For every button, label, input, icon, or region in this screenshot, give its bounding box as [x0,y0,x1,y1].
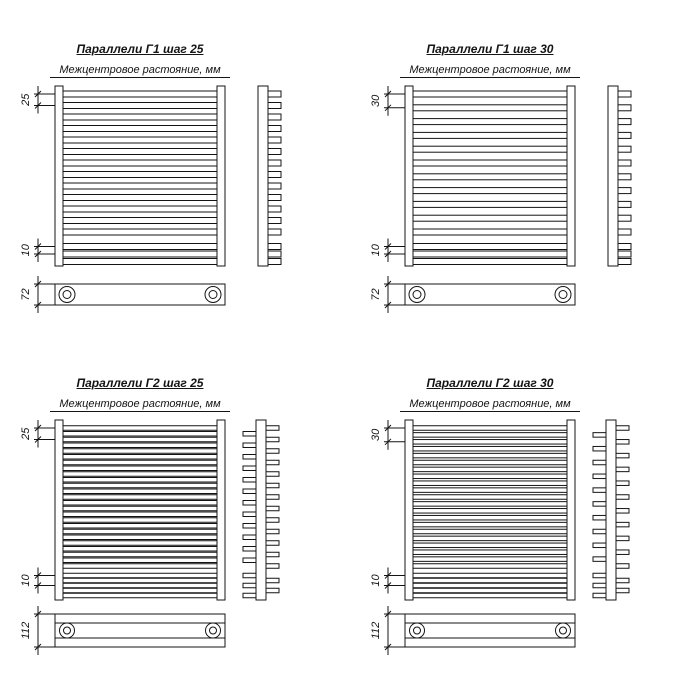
center-distance-label: Межцентровое растояние, мм [50,64,230,78]
dimension-bottom-spacing: 10 [370,567,405,594]
dimension-base-height-label: 72 [20,288,32,300]
panel-g2-step-30: Параллели Г2 шаг 30 Межцентровое растоян… [350,352,700,697]
panel-drawing-svg: 25 10 112 [20,419,280,655]
base-collector-view [404,283,576,306]
dimension-step: 25 [20,86,55,114]
base-collector-view [54,283,226,306]
dimension-bottom-spacing-label: 10 [20,574,32,587]
dimension-step-label: 25 [20,93,32,107]
front-view [54,85,226,267]
dimension-bottom-spacing: 10 [20,567,55,594]
base-collector-view [404,613,576,648]
center-distance-label: Межцентровое растояние, мм [400,398,580,412]
dimension-base-height-label: 72 [370,288,382,300]
side-view [607,85,632,267]
center-distance-label: Межцентровое растояние, мм [50,398,230,412]
dimension-base-height: 72 [370,276,405,313]
side-view [257,85,282,267]
panel-title: Параллели Г2 шаг 30 [426,376,554,390]
side-view [592,419,630,601]
dimension-step-label: 30 [370,428,382,441]
dimension-base-height: 72 [20,276,55,313]
side-view [242,419,280,601]
drawing-root: 25 10 72 [20,85,282,313]
panel-g1-step-30: Параллели Г1 шаг 30 Межцентровое растоян… [350,18,700,363]
dimension-step: 30 [370,420,405,450]
dimension-step-label: 25 [20,427,32,441]
front-view [404,419,576,601]
dimension-base-height: 112 [20,606,55,655]
dimension-bottom-spacing: 10 [20,238,55,262]
panel-g1-step-25: Параллели Г1 шаг 25 Межцентровое растоян… [0,18,350,363]
drawing-root: 30 10 72 [370,85,632,313]
panel-drawing-svg: 30 10 72 [370,85,632,313]
base-collector-view [54,613,226,648]
dimension-base-height-label: 112 [20,622,32,640]
drawing-root: 30 10 112 [370,419,630,655]
front-view [54,419,226,601]
dimension-step-label: 30 [370,94,382,107]
dimension-base-height-label: 112 [370,622,382,640]
front-view [404,85,576,267]
dimension-bottom-spacing-label: 10 [370,243,382,256]
panel-g2-step-25: Параллели Г2 шаг 25 Межцентровое растоян… [0,352,350,697]
dimension-step: 30 [370,86,405,116]
panel-title: Параллели Г2 шаг 25 [76,376,204,390]
dimension-bottom-spacing-label: 10 [370,574,382,587]
drawing-root: 25 10 112 [20,419,280,655]
center-distance-label: Межцентровое растояние, мм [400,64,580,78]
panel-title: Параллели Г1 шаг 30 [426,42,554,56]
panel-drawing-svg: 25 10 72 [20,85,282,313]
panel-drawing-svg: 30 10 112 [370,419,630,655]
panel-title: Параллели Г1 шаг 25 [76,42,204,56]
dimension-base-height: 112 [370,606,405,655]
dimension-bottom-spacing-label: 10 [20,243,32,256]
dimension-bottom-spacing: 10 [370,238,405,262]
dimension-step: 25 [20,420,55,448]
